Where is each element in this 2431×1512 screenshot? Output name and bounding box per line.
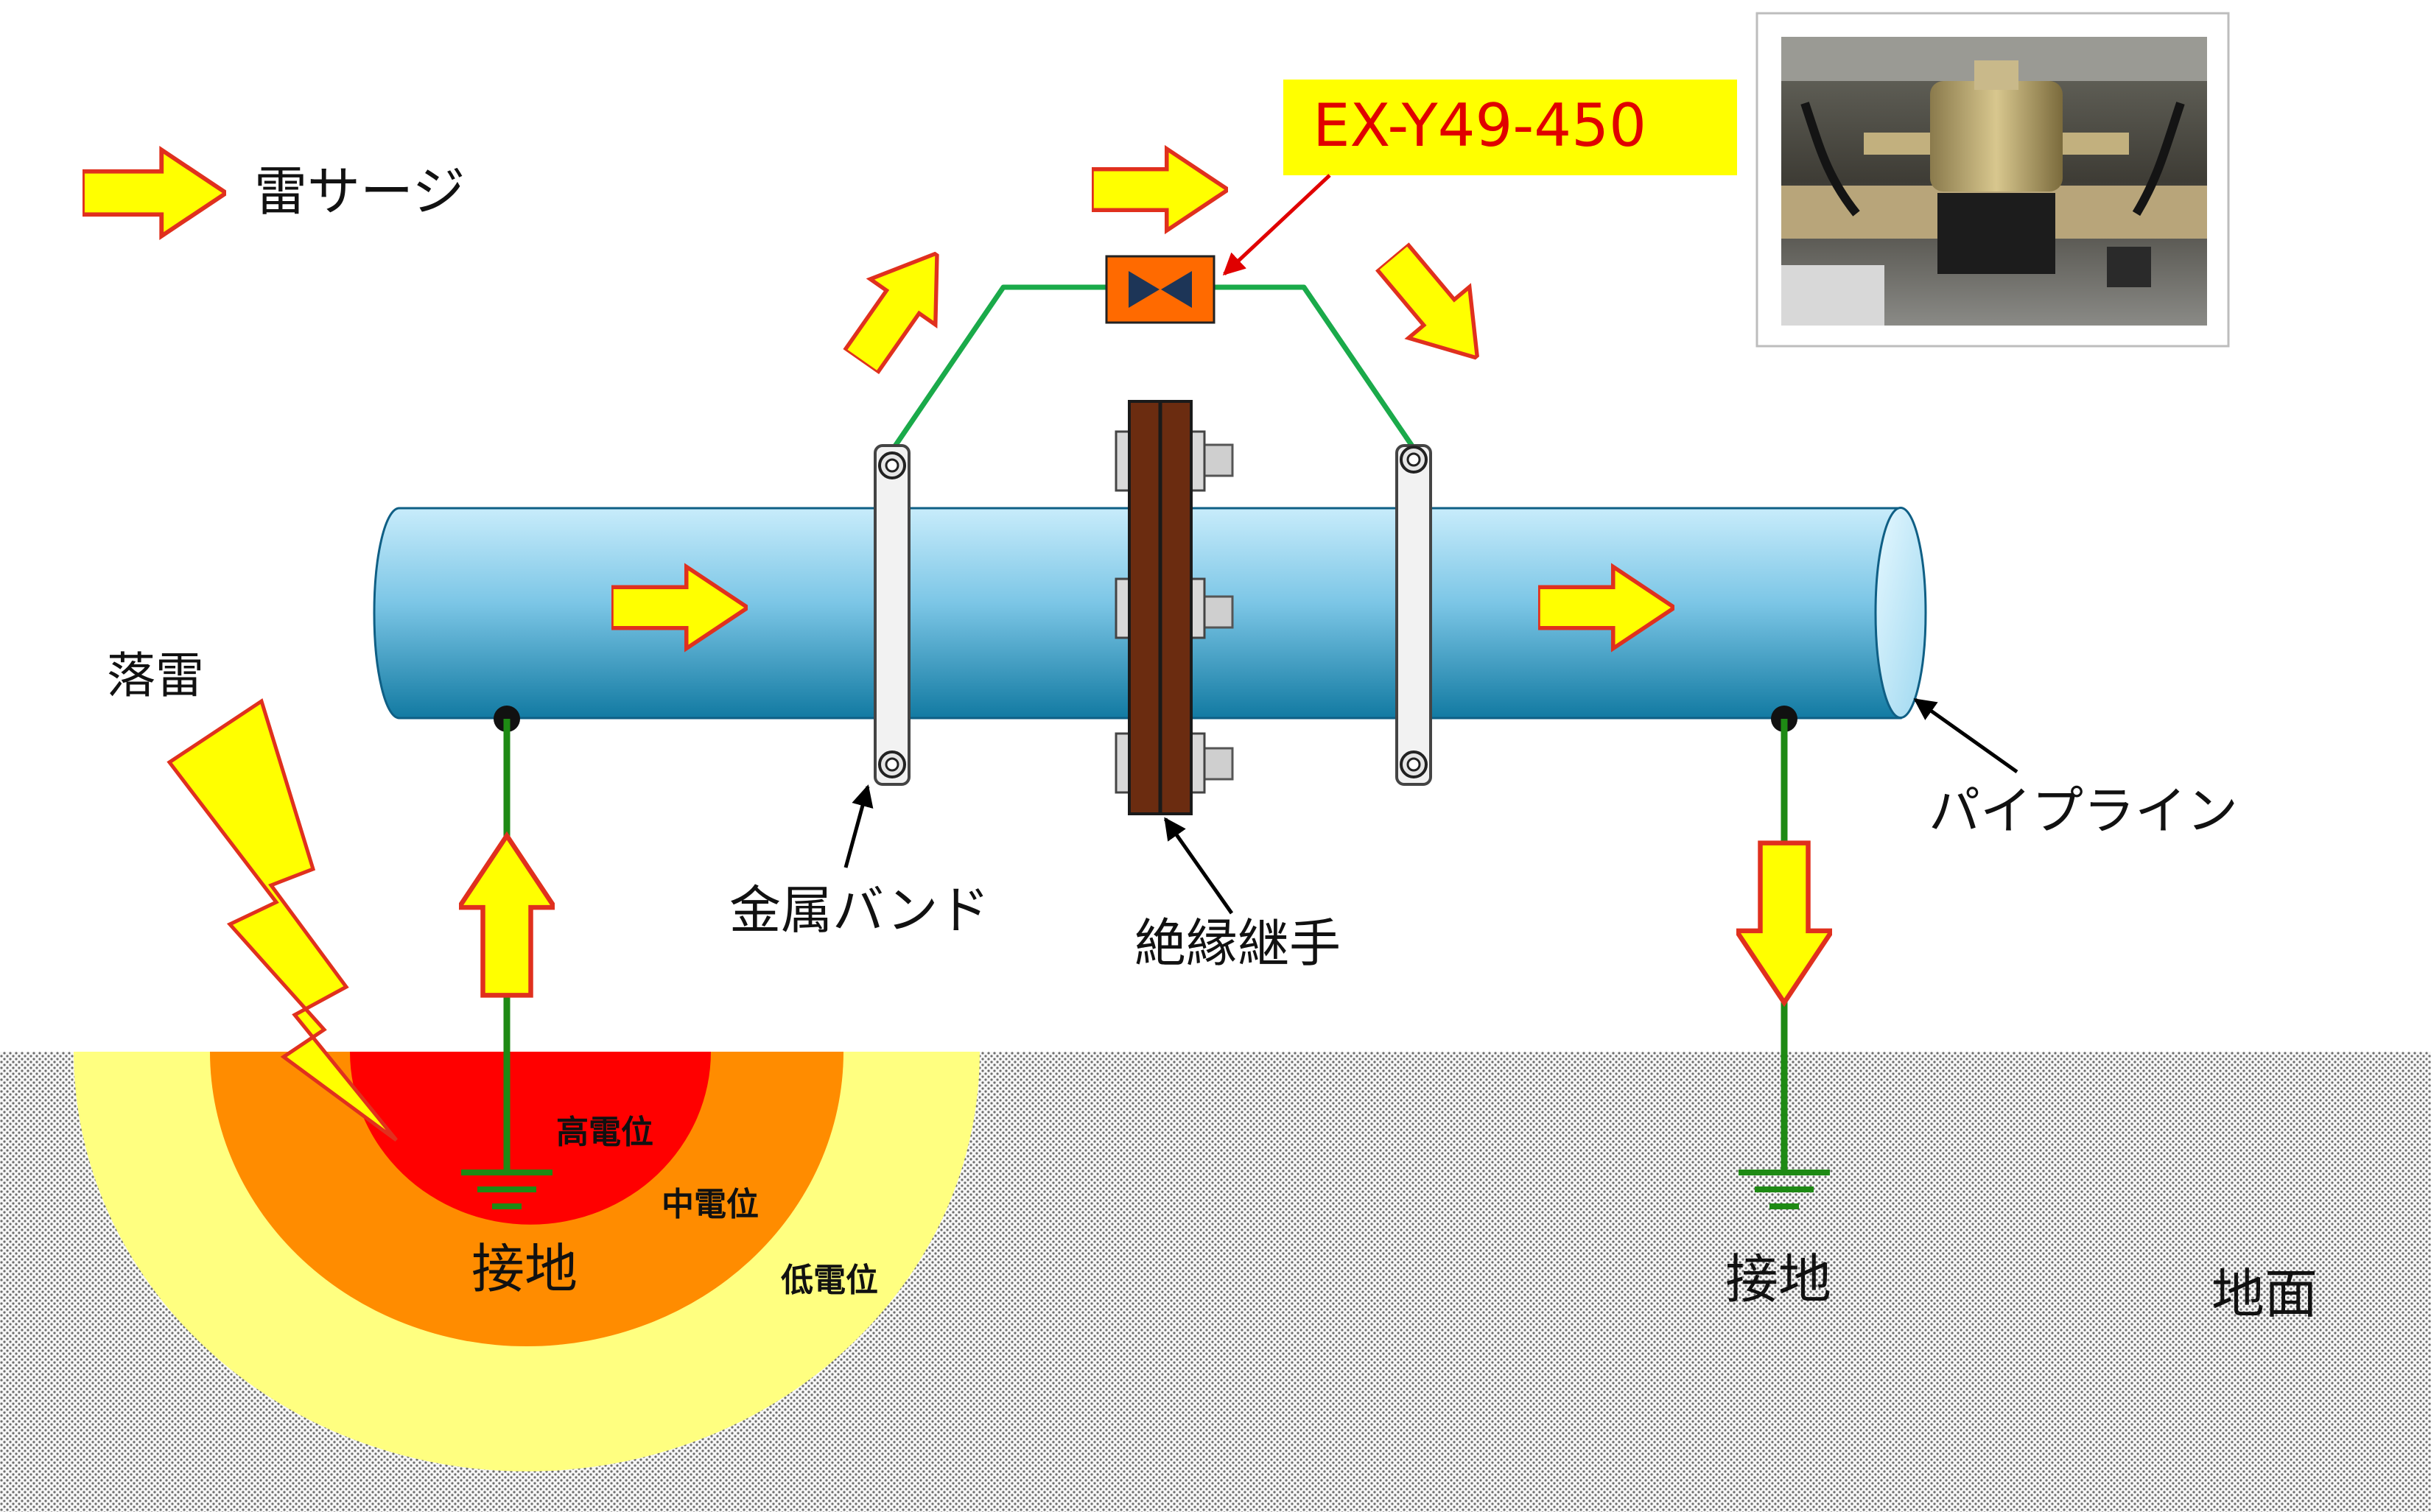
model-label-box — [1283, 80, 1737, 175]
lightning-label: 落雷 — [107, 647, 204, 704]
ground-surge-arrow-up — [459, 836, 555, 996]
insulating-joint-label: 絶縁継手 — [1134, 913, 1341, 974]
pipeline-label: パイプライン — [1929, 781, 2238, 841]
ground-surge-arrow-down — [1736, 843, 1832, 1003]
metal-band-left — [874, 444, 911, 786]
ground-symbol-right-icon — [1739, 1170, 1830, 1209]
insulating-joint — [1115, 400, 1234, 815]
surge-arrow-up-left — [829, 231, 970, 384]
ground-surface-label: 地面 — [2211, 1263, 2318, 1325]
pipeline-pointer — [1913, 697, 2018, 774]
legend-surge-label: 雷サージ — [254, 161, 466, 222]
bypass-wire-right — [1214, 284, 1417, 451]
lightning-bolt-icon — [166, 698, 398, 1142]
ground-right-label: 接地 — [1725, 1248, 1831, 1310]
ground-left-label: 接地 — [471, 1238, 578, 1300]
model-label: EX-Y49-450 — [1313, 91, 1646, 160]
metal-band-label: 金属バンド — [729, 880, 990, 940]
metal-band-right — [1395, 444, 1432, 786]
device-photo — [1755, 12, 2230, 348]
zone-low-label: 低電位 — [781, 1262, 878, 1299]
surge-arrow-top — [1092, 149, 1228, 231]
potential-zones — [74, 1052, 980, 1471]
insulating-joint-pointer — [1163, 817, 1234, 915]
zone-mid-label: 中電位 — [662, 1186, 759, 1223]
bypass-wire — [891, 284, 1106, 451]
zone-high-label: 高電位 — [556, 1114, 653, 1151]
pipe-end-cap — [1874, 507, 1927, 719]
legend-surge-arrow-icon — [83, 150, 226, 236]
surge-arrow-down-right — [1361, 231, 1507, 384]
zone-high — [350, 1052, 711, 1225]
ground-symbol-left-icon — [461, 1170, 552, 1209]
surge-arrester-device — [1105, 255, 1216, 324]
model-pointer-arrow — [1222, 174, 1331, 276]
metal-band-pointer — [843, 784, 874, 868]
